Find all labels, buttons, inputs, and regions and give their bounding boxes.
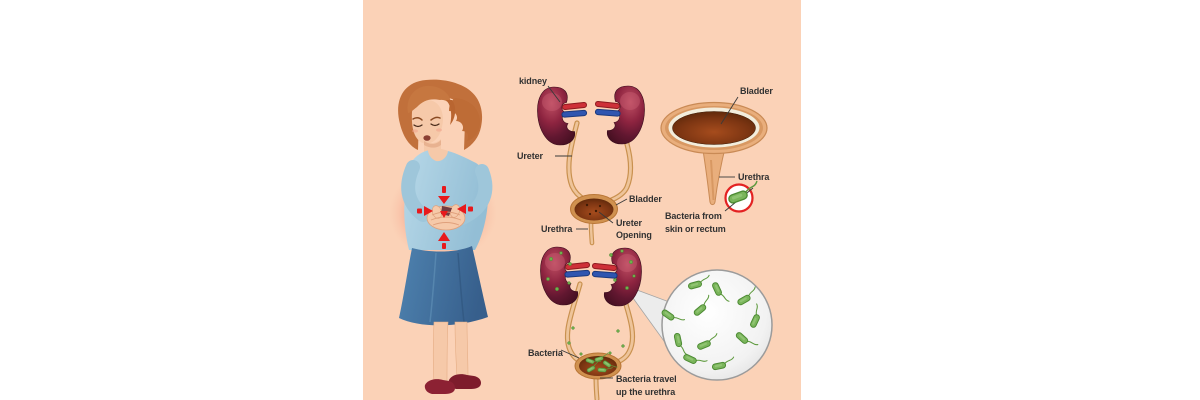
ureter-label: Ureter (517, 151, 544, 161)
back-shoe (448, 374, 481, 389)
urethra-top (588, 219, 595, 246)
right-arm-sleeve (455, 164, 493, 225)
bladder-label: Bladder (629, 194, 662, 204)
clasped-hands (426, 204, 466, 231)
urethra-bottom (593, 375, 600, 400)
bacteria-source-label-line2: skin or rectum (665, 224, 726, 234)
skirt-fold-light (429, 252, 437, 323)
ureter-opening-label-line (598, 211, 614, 224)
skirt (399, 246, 488, 326)
kidney-label-line (547, 85, 561, 103)
urinary-system-diagram-bottom: Bacteria Bacteria travel up the urethra (528, 247, 677, 400)
funnel-stem-shading (710, 159, 715, 201)
furrowed-brows (412, 116, 441, 121)
hair-fringe (407, 85, 453, 113)
urethra-label: Urethra (541, 224, 573, 234)
funnel-urethra-stem (701, 143, 727, 206)
ureter-opening-label-line1: Ureter (616, 218, 643, 228)
bacteria-label: Bacteria (528, 348, 564, 358)
open-mouth (423, 135, 431, 141)
bladder-top (570, 194, 618, 224)
neckline (428, 148, 448, 162)
funnel-bladder-bowl (660, 101, 768, 155)
bacteria-speckles (546, 249, 636, 356)
right-leg (454, 321, 469, 379)
bacteria-magnifier-circle (660, 269, 773, 381)
bacteria-travel-label-line1: Bacteria travel (616, 374, 677, 384)
funnel-bladder-label: Bladder (740, 86, 773, 96)
blush-left (412, 129, 418, 133)
urinary-system-diagram-top: kidney Ureter Bladder Ureter Opening Ure… (517, 76, 663, 246)
ureter-opening-label-line2: Opening (616, 230, 652, 240)
hair-ponytail (449, 98, 481, 141)
hair-side (446, 100, 456, 125)
kidney-label: kidney (519, 76, 547, 86)
bladder-funnel-diagram: Bladder Urethra Bacteria from skin or re… (660, 86, 774, 234)
bacteria-label-line (560, 349, 580, 359)
bacteria-source-label-line1: Bacteria from (665, 211, 722, 221)
neck-shadow (424, 140, 441, 148)
bladder-bottom (574, 352, 622, 380)
closed-eyes (413, 123, 440, 128)
front-shoe (424, 379, 455, 394)
blush-right (436, 128, 442, 132)
left-leg (432, 321, 449, 384)
skirt-fold-dark (457, 252, 465, 323)
face (411, 100, 443, 144)
funnel-bladder-label-line (720, 96, 739, 125)
woman-in-pain-figure (389, 79, 497, 394)
bladder-label-line (615, 198, 628, 206)
bacteria-travel-label-line2: up the urethra (616, 387, 676, 397)
funnel-urethra-label: Urethra (738, 172, 770, 182)
pain-arrows (417, 186, 473, 249)
